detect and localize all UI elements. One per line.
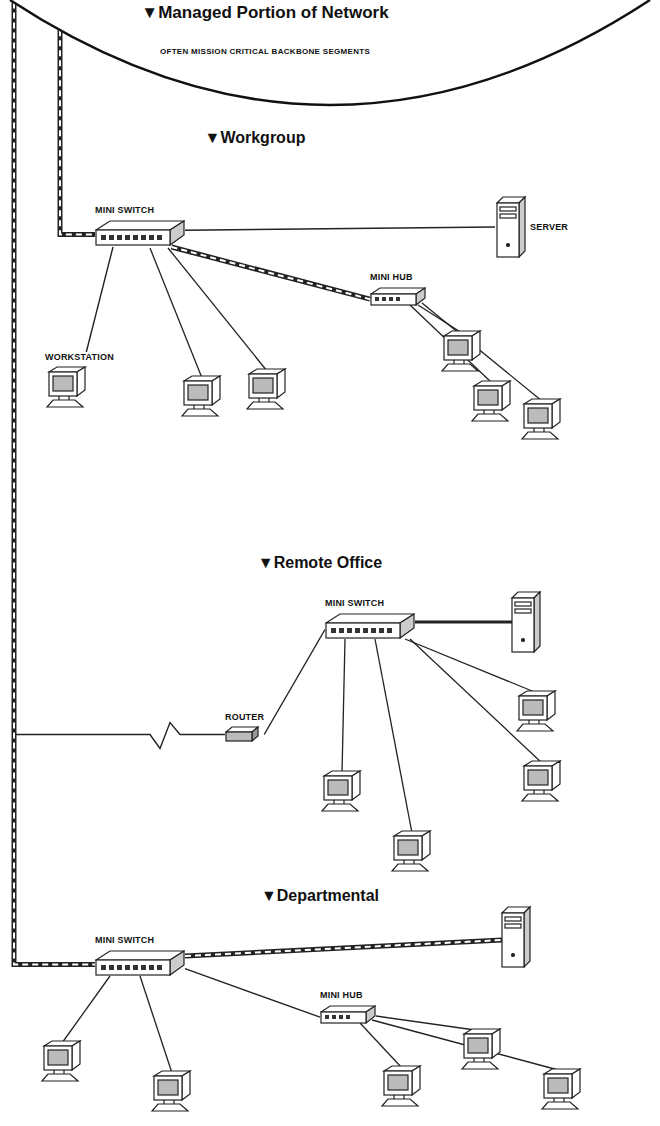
connector-group <box>185 227 495 230</box>
switch-symbol <box>326 614 414 638</box>
unlabeled-devices <box>42 331 580 1111</box>
network-region: ▼Managed Portion of NetworkOFTEN MISSION… <box>0 0 660 110</box>
section-heading: ▼Remote Office <box>258 553 382 572</box>
workstation-icon <box>542 1069 580 1109</box>
router-icon <box>225 726 259 742</box>
backbone-connector <box>60 30 95 234</box>
server-icon <box>502 907 530 967</box>
connector-group <box>14 3 225 749</box>
pc-icon <box>45 366 89 410</box>
hub-symbol <box>371 288 425 305</box>
workstation-icon <box>522 399 560 439</box>
section-heading: ▼Departmental <box>261 886 379 905</box>
connector-group <box>185 969 320 1018</box>
server-icon <box>512 592 540 652</box>
switch-symbol <box>96 951 184 975</box>
hub-icon <box>370 286 426 306</box>
device-label: SERVER <box>530 222 568 233</box>
workstation-icon <box>247 369 285 409</box>
backbone-connector <box>14 3 95 965</box>
switch-icon <box>325 612 415 640</box>
backbone-highlight <box>60 30 95 234</box>
cable <box>372 1020 562 1071</box>
cable <box>410 305 492 383</box>
backbone-connector <box>172 247 371 299</box>
workstation-icon <box>182 376 220 416</box>
cable <box>140 976 172 1073</box>
router-symbol <box>226 727 258 741</box>
switch-symbol <box>96 221 184 245</box>
workstation-icon <box>472 381 510 421</box>
pc-symbol <box>47 367 85 407</box>
cable <box>375 639 412 833</box>
workstation-icon <box>392 831 430 871</box>
region-title: ▼Managed Portion of Network <box>40 3 490 23</box>
cable <box>150 248 202 378</box>
connector-group <box>14 3 95 965</box>
cable-connector <box>86 247 113 352</box>
switch-node: MINI SWITCH <box>325 598 415 640</box>
cable-connector <box>264 630 325 735</box>
device-label: MINI HUB <box>320 990 363 1001</box>
hub-icon <box>320 1004 376 1024</box>
cable <box>342 639 345 773</box>
device-label: MINI SWITCH <box>95 935 154 946</box>
connector-group <box>264 630 325 735</box>
switch-icon <box>95 949 185 977</box>
workstation-icon <box>152 1071 190 1111</box>
region-fill <box>10 0 650 105</box>
hub-node: MINI HUB <box>320 990 376 1024</box>
workstation-icon <box>322 771 360 811</box>
region-subtitle: OFTEN MISSION CRITICAL BACKBONE SEGMENTS <box>40 47 490 56</box>
switch-node: MINI SWITCH <box>95 935 185 977</box>
connector-group <box>172 247 371 299</box>
workstation-icon <box>517 691 555 731</box>
cable <box>415 621 512 624</box>
cable <box>360 1023 402 1068</box>
workstation-icon <box>522 761 560 801</box>
workstation-icon <box>442 331 480 371</box>
device-label: MINI SWITCH <box>325 598 384 609</box>
cable <box>376 1016 482 1031</box>
workstation-icon <box>462 1029 500 1069</box>
router-node: ROUTER <box>225 712 264 742</box>
hub-node: MINI HUB <box>370 272 426 306</box>
workstation-icon <box>42 1041 80 1081</box>
cable-connector <box>185 227 495 230</box>
hub-symbol <box>321 1006 375 1023</box>
server-node: SERVER <box>495 195 568 259</box>
switch-node: MINI SWITCH <box>95 205 185 247</box>
backbone-cable <box>185 940 502 956</box>
device-label: ROUTER <box>225 712 264 723</box>
cable-connector <box>14 3 225 749</box>
cable <box>62 976 110 1043</box>
backbone-highlight <box>172 247 371 299</box>
device-label: MINI HUB <box>370 272 413 283</box>
device-label: MINI SWITCH <box>95 205 154 216</box>
switch-icon <box>95 219 185 247</box>
cable-connector <box>185 969 320 1018</box>
connector-group <box>60 30 95 234</box>
section-heading: ▼Workgroup <box>205 128 306 147</box>
connector-group <box>86 247 113 352</box>
server-icon <box>495 195 527 259</box>
workstation-icon <box>382 1066 420 1106</box>
network-cables <box>62 248 562 1073</box>
region-border <box>10 0 650 105</box>
workstation-node: WORKSTATION <box>45 352 114 410</box>
backbone-highlight <box>14 3 95 965</box>
backbone-cable-highlight <box>185 940 502 956</box>
server-symbol <box>497 197 525 257</box>
device-label: WORKSTATION <box>45 352 114 363</box>
